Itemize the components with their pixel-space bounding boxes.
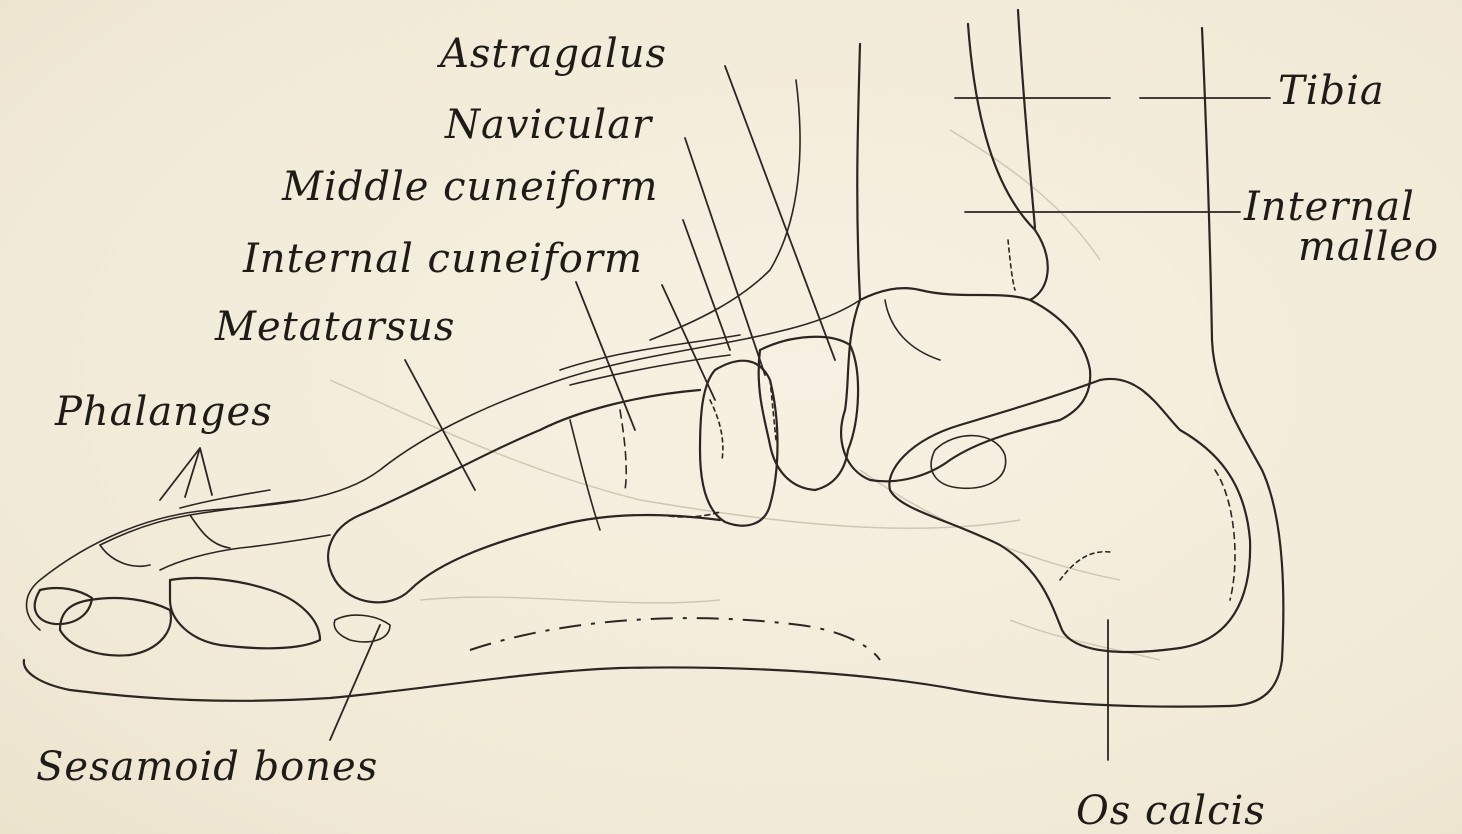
cuneiform-bones xyxy=(700,361,778,526)
os-calcis-bone xyxy=(889,379,1250,652)
astragalus-leader xyxy=(725,66,835,360)
sesamoid-bones-shape xyxy=(334,615,390,642)
foot-dorsum-outline xyxy=(27,80,861,630)
middle-cuneiform-leader xyxy=(683,220,730,350)
plantar-arch-line xyxy=(470,618,880,660)
phalanges-arrows xyxy=(160,448,212,500)
label-metatarsus: Metatarsus xyxy=(214,304,455,350)
metatarsus-leader xyxy=(405,360,475,490)
astragalus-bone xyxy=(841,240,1090,481)
label-sesamoid-bones: Sesamoid bones xyxy=(36,744,378,790)
internal-cuneiform-leader-b xyxy=(576,282,635,430)
label-os-calcis: Os calcis xyxy=(1076,788,1266,834)
sesamoid-leader xyxy=(330,625,380,740)
label-navicular: Navicular xyxy=(444,102,654,148)
label-internal-malleolus-2: malleo xyxy=(1298,224,1439,270)
phalanx-bones xyxy=(35,490,330,656)
label-astragalus: Astragalus xyxy=(436,31,667,77)
label-internal-cuneiform: Internal cuneiform xyxy=(242,236,643,282)
leg-outline xyxy=(24,10,1284,707)
label-middle-cuneiform: Middle cuneiform xyxy=(281,164,658,210)
label-phalanges: Phalanges xyxy=(54,389,273,435)
metatarsal-bones xyxy=(328,335,740,602)
label-tibia: Tibia xyxy=(1278,68,1385,114)
internal-cuneiform-leader-a xyxy=(662,285,715,400)
